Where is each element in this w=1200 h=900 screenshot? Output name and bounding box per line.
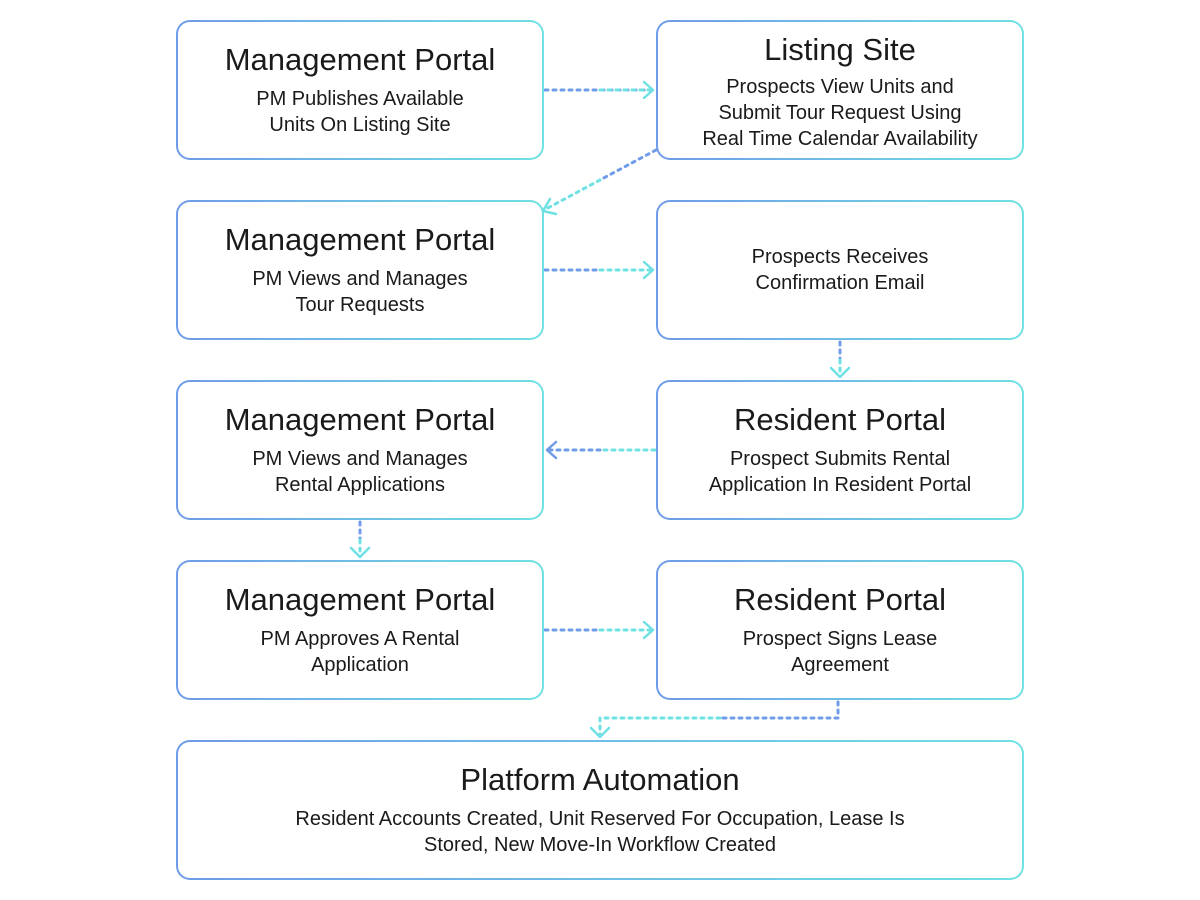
connector-4-to-6 [829,340,851,379]
arrowhead-icon [545,440,558,460]
arrowhead-icon [541,197,558,216]
node-title: Listing Site [764,32,916,67]
arrowhead-icon [349,546,371,559]
connector-1-to-2 [543,80,655,100]
arrowhead-icon [642,80,655,100]
connector-3-to-4 [543,260,655,280]
node-management-portal-rental-applications: Management Portal PM Views and Manages R… [176,380,544,520]
connector-7-to-8 [543,620,655,640]
arrowhead-icon [642,260,655,280]
node-description: Prospect Signs Lease Agreement [742,628,938,676]
node-title: Resident Portal [734,582,946,617]
node-description: PM Views and Manages Rental Applications [252,448,468,496]
node-description: Resident Accounts Created, Unit Reserved… [295,808,905,856]
node-title: Management Portal [224,582,496,617]
node-management-portal-approve: Management Portal PM Approves A Rental A… [176,560,544,700]
node-confirmation-email: Prospects Receives Confirmation Email [656,200,1024,340]
node-body: Resident Portal Prospect Signs Lease Agr… [658,562,1022,698]
node-body: Management Portal PM Views and Manages R… [178,382,542,518]
node-title: Management Portal [224,402,496,437]
node-title: Resident Portal [734,402,946,437]
connector-8-to-9 [589,700,840,739]
node-management-portal-tour-requests: Management Portal PM Views and Manages T… [176,200,544,340]
node-title: Platform Automation [460,762,740,797]
node-description: Prospects Receives Confirmation Email [751,246,929,294]
node-body: Management Portal PM Approves A Rental A… [178,562,542,698]
node-listing-site: Listing Site Prospects View Units and Su… [656,20,1024,160]
node-resident-portal-submit-application: Resident Portal Prospect Submits Rental … [656,380,1024,520]
node-description: PM Publishes Available Units On Listing … [256,88,464,136]
node-title: Management Portal [224,222,496,257]
node-resident-portal-sign-lease: Resident Portal Prospect Signs Lease Agr… [656,560,1024,700]
node-description: Prospect Submits Rental Application In R… [708,448,972,496]
node-body: Platform Automation Resident Accounts Cr… [178,742,1022,878]
node-title: Management Portal [224,42,496,77]
node-body: Management Portal PM Views and Manages T… [178,202,542,338]
connector-5-to-7 [349,520,371,559]
connector-6-to-5 [545,440,657,460]
node-platform-automation: Platform Automation Resident Accounts Cr… [176,740,1024,880]
node-description: Prospects View Units and Submit Tour Req… [702,76,978,150]
node-body: Prospects Receives Confirmation Email [658,202,1022,338]
arrowhead-icon [642,620,655,640]
connector-2-to-3 [541,148,658,216]
node-description: PM Views and Manages Tour Requests [252,268,468,316]
node-body: Resident Portal Prospect Submits Rental … [658,382,1022,518]
arrowhead-icon [829,366,851,379]
node-body: Management Portal PM Publishes Available… [178,22,542,158]
node-body: Listing Site Prospects View Units and Su… [658,22,1022,158]
node-description: PM Approves A Rental Application [260,628,460,676]
node-management-portal-publish: Management Portal PM Publishes Available… [176,20,544,160]
arrowhead-icon [589,726,611,739]
